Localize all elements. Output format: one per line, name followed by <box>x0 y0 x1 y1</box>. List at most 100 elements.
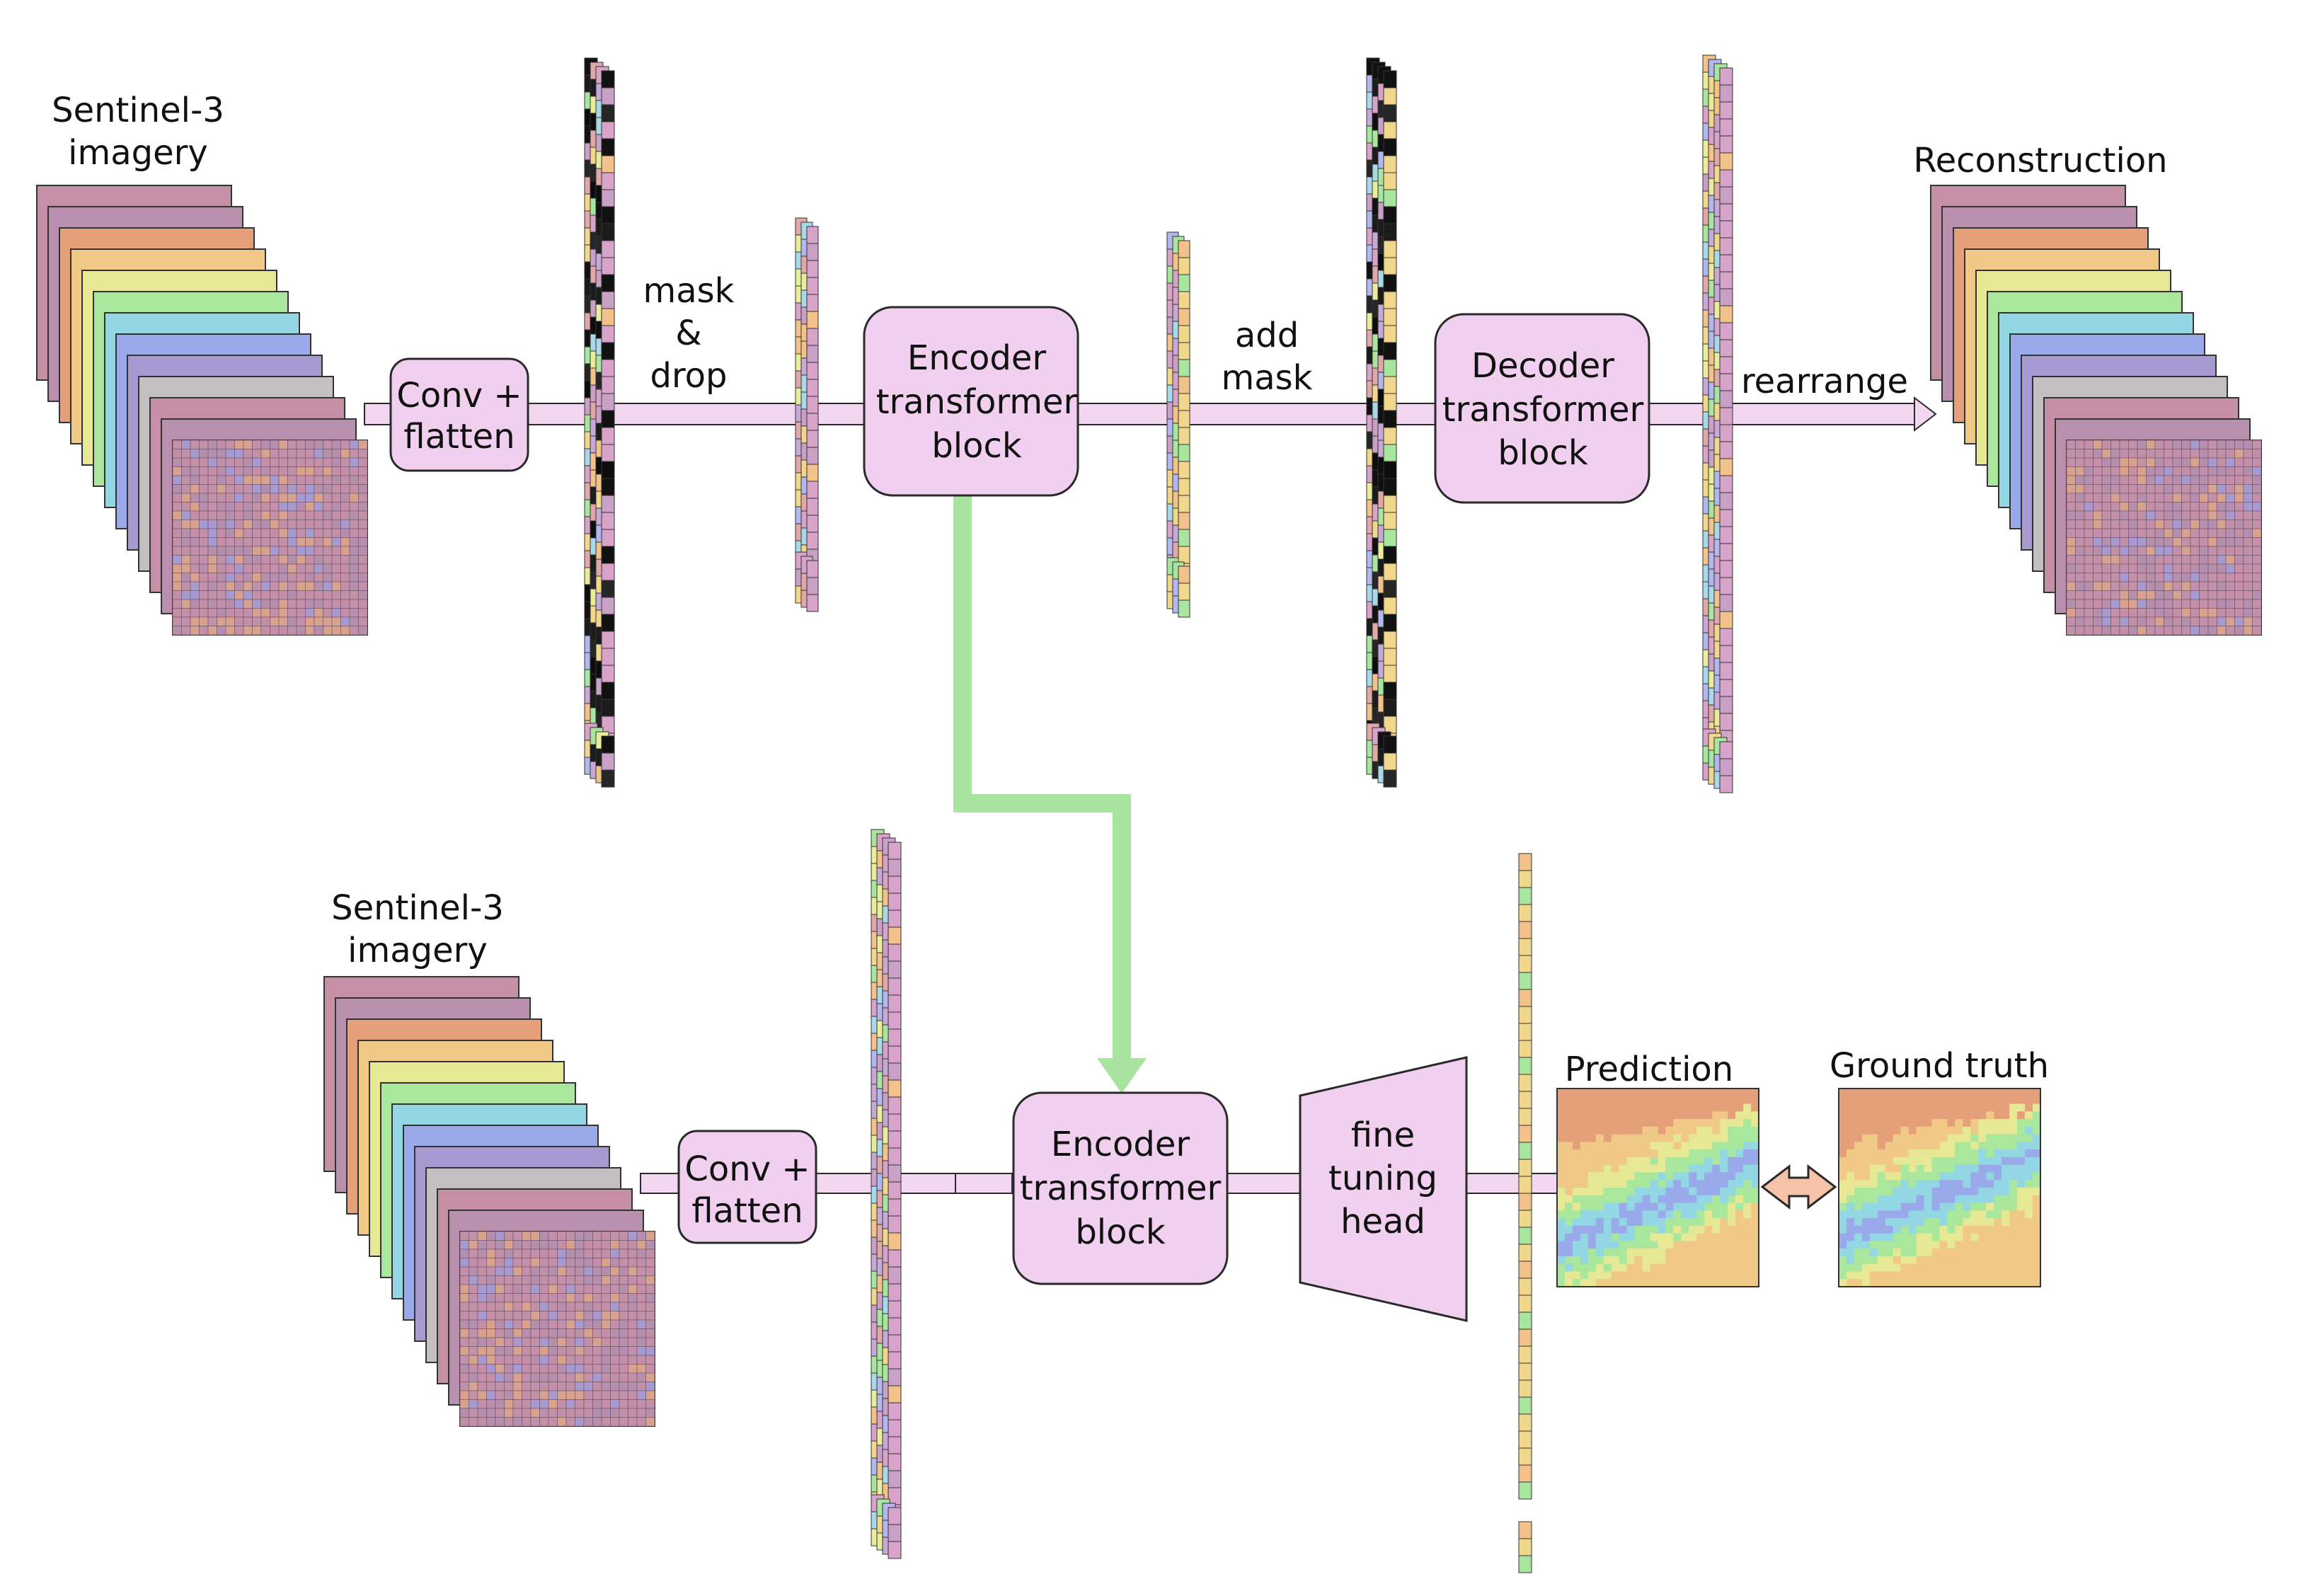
map-pixel <box>1839 1248 1847 1257</box>
image-pixel <box>190 626 200 636</box>
map-pixel <box>1877 1172 1886 1181</box>
map-pixel <box>1908 1089 1917 1097</box>
map-pixel <box>1994 1210 2002 1219</box>
map-pixel <box>1564 1134 1573 1142</box>
map-pixel <box>1869 1218 1878 1227</box>
image-pixel <box>469 1346 478 1356</box>
image-pixel <box>504 1355 514 1365</box>
map-pixel <box>1626 1195 1636 1204</box>
image-pixel <box>287 555 297 565</box>
top-input-label-line2: imagery <box>68 133 208 173</box>
image-pixel <box>522 1302 532 1311</box>
map-pixel <box>1978 1241 1987 1249</box>
image-pixel <box>2172 475 2182 485</box>
image-pixel <box>2172 599 2182 609</box>
token <box>1518 1294 1532 1313</box>
map-pixel <box>1658 1119 1666 1127</box>
image-pixel <box>504 1382 514 1391</box>
map-pixel <box>1735 1233 1744 1241</box>
map-pixel <box>1650 1126 1658 1135</box>
top-decoded-tokens <box>1702 54 1733 748</box>
map-pixel <box>1603 1126 1612 1135</box>
image-pixel <box>645 1364 655 1374</box>
image-pixel <box>601 1266 611 1276</box>
map-pixel <box>1572 1279 1581 1287</box>
map-pixel <box>1854 1195 1863 1204</box>
map-pixel <box>1673 1096 1682 1105</box>
map-pixel <box>1681 1134 1689 1142</box>
image-pixel <box>539 1346 549 1356</box>
image-pixel <box>619 1337 628 1347</box>
image-pixel <box>522 1399 532 1409</box>
map-pixel <box>1658 1225 1666 1234</box>
image-pixel <box>199 599 209 609</box>
token <box>601 291 615 309</box>
image-pixel <box>539 1355 549 1365</box>
map-pixel <box>1611 1263 1620 1272</box>
map-pixel <box>1924 1172 1933 1181</box>
map-pixel <box>1564 1172 1573 1181</box>
top-encoder-label-line2: transformer <box>876 382 1078 422</box>
map-pixel <box>1626 1164 1636 1173</box>
map-pixel <box>1658 1241 1666 1249</box>
image-pixel <box>575 1284 585 1294</box>
map-pixel <box>2002 1241 2010 1249</box>
image-pixel <box>628 1293 638 1303</box>
map-pixel <box>1658 1202 1666 1211</box>
image-pixel <box>575 1382 585 1391</box>
image-pixel <box>340 519 350 529</box>
map-pixel <box>1689 1142 1697 1150</box>
image-pixel <box>2093 493 2103 503</box>
image-pixel <box>2243 528 2253 538</box>
image-pixel <box>287 484 297 494</box>
image-pixel <box>323 608 333 618</box>
image-pixel <box>469 1390 478 1400</box>
map-pixel <box>2025 1241 2033 1249</box>
map-pixel <box>1572 1119 1581 1127</box>
map-pixel <box>1885 1180 1894 1188</box>
map-pixel <box>1611 1233 1620 1241</box>
map-pixel <box>1696 1210 1705 1219</box>
map-pixel <box>1924 1202 1933 1211</box>
image-pixel <box>2093 537 2103 547</box>
image-pixel <box>314 528 323 538</box>
image-pixel <box>2093 457 2103 467</box>
map-pixel <box>1704 1089 1713 1097</box>
map-pixel <box>1619 1126 1628 1135</box>
image-pixel <box>2110 502 2120 512</box>
image-pixel <box>2084 449 2094 459</box>
token <box>806 560 819 578</box>
token <box>1383 342 1397 360</box>
image-pixel <box>575 1417 585 1427</box>
map-pixel <box>1978 1111 1987 1120</box>
image-pixel <box>172 599 182 609</box>
map-pixel <box>1931 1218 1940 1227</box>
image-pixel <box>225 616 235 626</box>
map-pixel <box>1947 1142 1955 1150</box>
image-pixel <box>2066 555 2076 565</box>
map-pixel <box>1947 1103 1955 1112</box>
image-pixel <box>2110 563 2120 573</box>
image-pixel <box>2207 546 2217 556</box>
image-pixel <box>495 1319 505 1329</box>
token <box>601 752 615 771</box>
image-pixel <box>2137 616 2147 626</box>
map-pixel <box>1751 1202 1759 1211</box>
map-pixel <box>1908 1096 1917 1105</box>
image-pixel <box>575 1311 585 1321</box>
map-pixel <box>1869 1126 1878 1135</box>
image-pixel <box>2225 457 2235 467</box>
image-pixel <box>323 555 333 565</box>
image-pixel <box>270 537 280 547</box>
map-pixel <box>1696 1103 1705 1112</box>
map-pixel <box>1916 1256 1925 1265</box>
map-pixel <box>1846 1142 1855 1150</box>
image-pixel <box>305 608 315 618</box>
map-pixel <box>1720 1233 1728 1241</box>
image-pixel <box>2207 599 2217 609</box>
token <box>1178 376 1190 394</box>
image-pixel <box>495 1364 505 1374</box>
image-pixel <box>2199 537 2209 547</box>
image-pixel <box>243 555 253 565</box>
map-pixel <box>1994 1111 2002 1120</box>
